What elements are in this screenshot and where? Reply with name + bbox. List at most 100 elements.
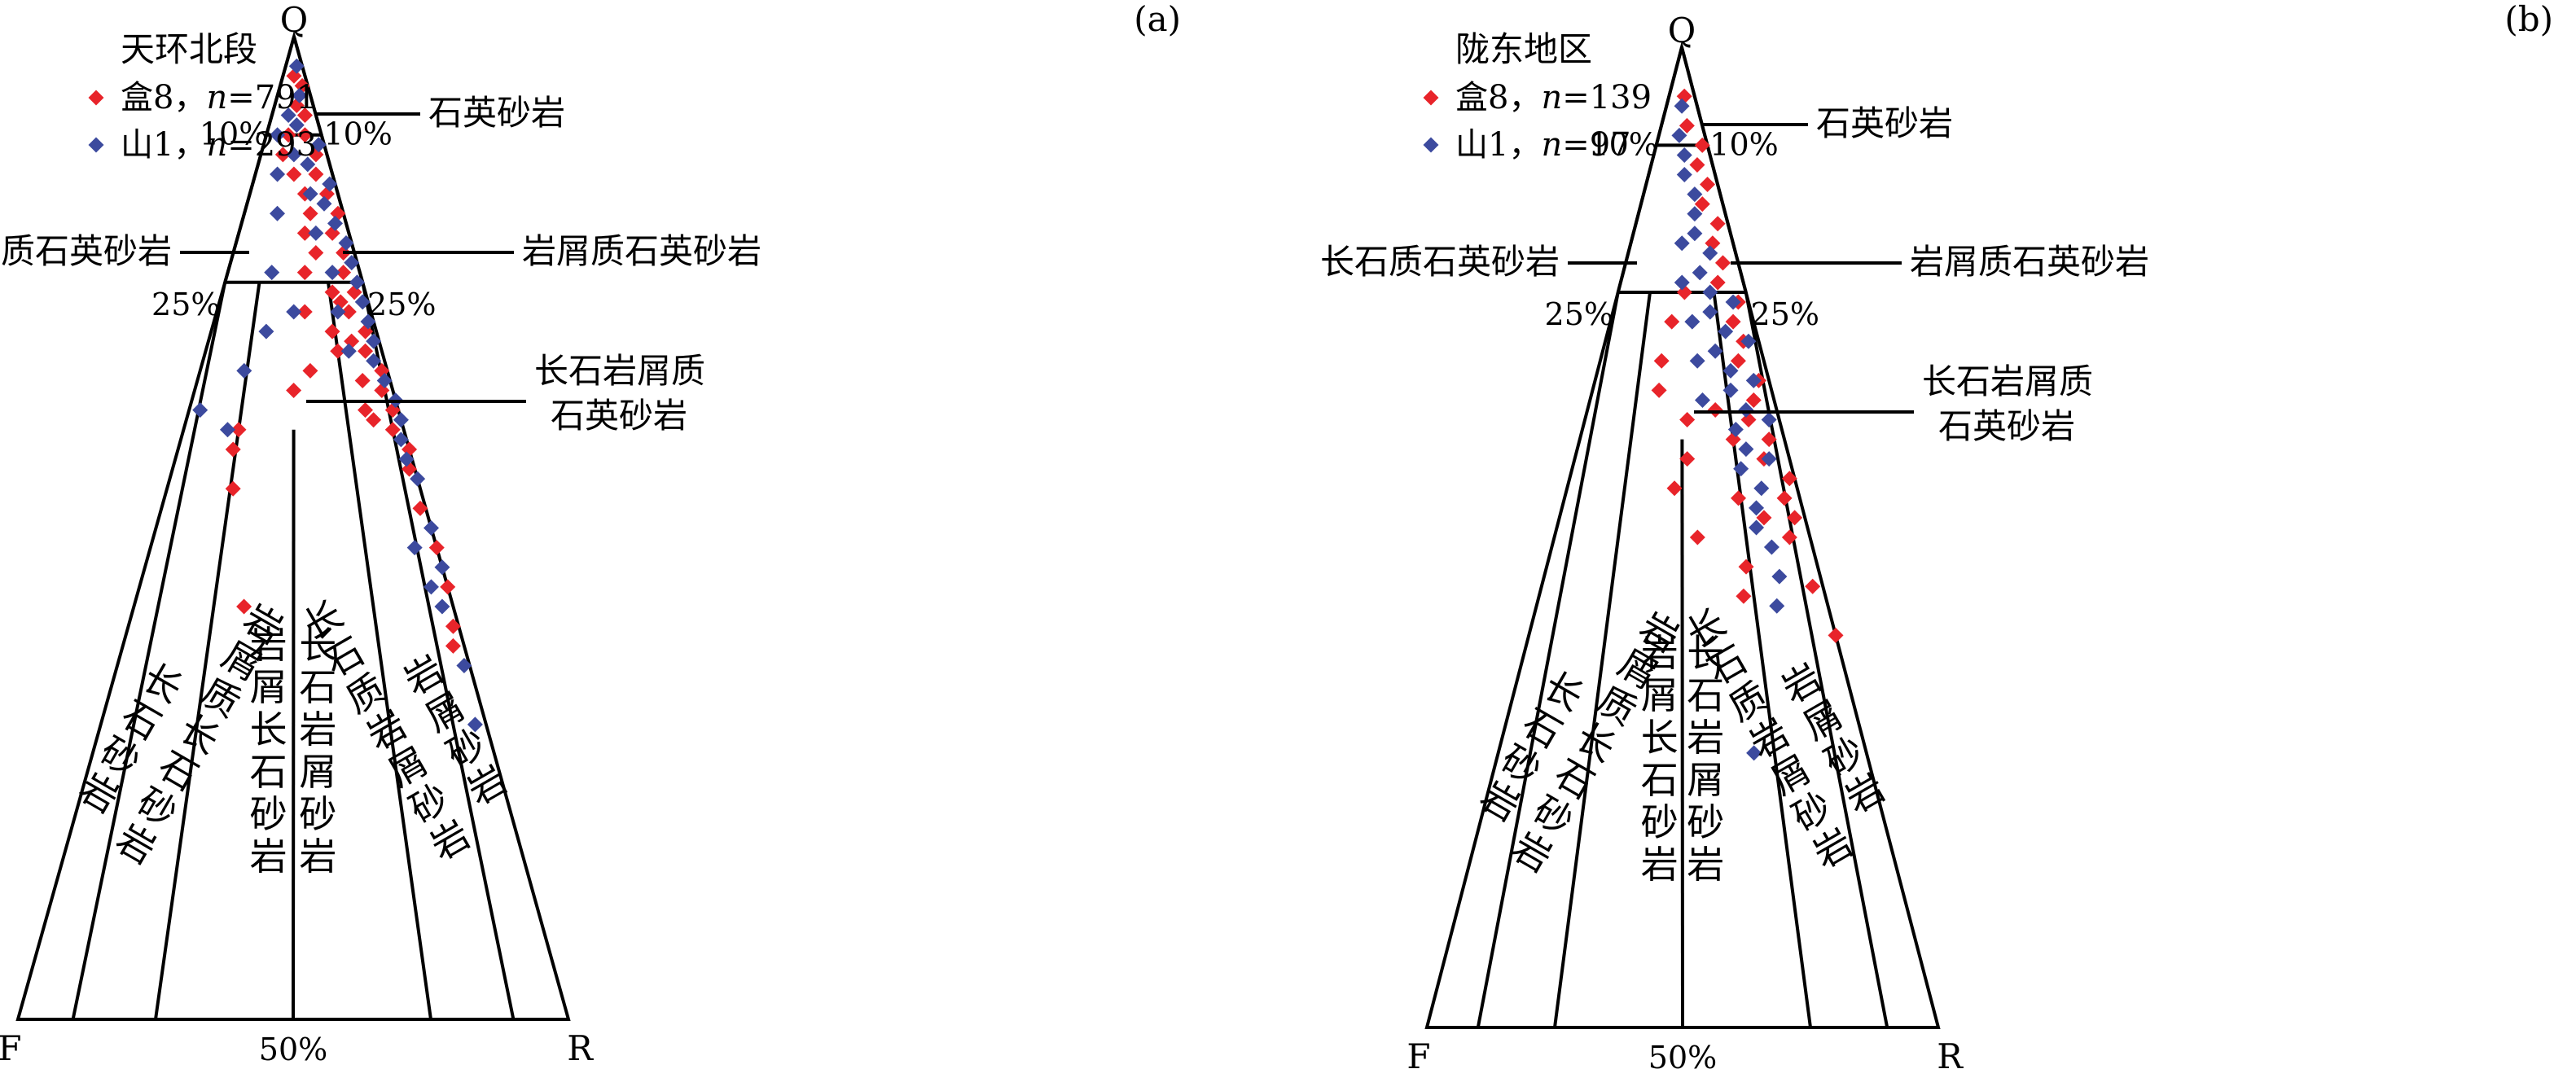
- data-point: [258, 323, 274, 340]
- field-label-feldspathic-lithic-quartz-sandstone-line1: 长石岩屑质: [1922, 361, 2093, 401]
- vertex-label-r: R: [1937, 1036, 1964, 1069]
- data-point: [1771, 568, 1788, 585]
- data-point: [1769, 598, 1785, 614]
- data-point: [1756, 510, 1772, 526]
- data-point: [1689, 529, 1705, 545]
- data-point: [1722, 362, 1739, 379]
- data-point: [393, 432, 409, 448]
- pct-label-q90-right: 10%: [1709, 126, 1778, 162]
- data-point: [1684, 313, 1701, 330]
- data-point: [308, 245, 324, 261]
- data-point: [1787, 510, 1803, 526]
- data-point: [296, 107, 313, 124]
- field-label-feldspathic-lithic-sandstone-char: 砂: [1687, 800, 1724, 844]
- legend-n-symbol: n: [1541, 79, 1562, 116]
- data-point: [1828, 627, 1844, 643]
- panel-label: (b): [2504, 0, 2553, 39]
- data-point: [308, 166, 324, 182]
- legend-marker-he8: [88, 90, 104, 106]
- data-point: [1676, 147, 1692, 163]
- data-point: [327, 215, 344, 231]
- f-boundary-4: [1744, 291, 1889, 1028]
- data-point: [1805, 578, 1821, 594]
- data-point: [330, 343, 346, 359]
- data-point: [1707, 401, 1723, 418]
- field-label-lithic-feldspar-sandstone-char: 屑: [1641, 673, 1679, 717]
- legend-marker-he8: [1423, 90, 1439, 106]
- field-label-lithic-feldspar-sandstone-char: 岩: [1641, 631, 1679, 675]
- data-point: [445, 637, 461, 654]
- data-point: [1702, 284, 1718, 300]
- data-point: [349, 274, 365, 291]
- field-label-lithic-feldspar-sandstone-char: 石: [1641, 758, 1679, 802]
- data-point: [423, 579, 439, 595]
- data-point: [1781, 529, 1797, 545]
- data-point: [1694, 392, 1710, 408]
- data-point: [296, 225, 313, 241]
- f-boundary-2: [154, 282, 261, 1020]
- data-point: [1687, 206, 1703, 222]
- data-point: [456, 657, 472, 673]
- data-point: [302, 205, 318, 221]
- data-point: [467, 716, 483, 733]
- data-point: [384, 422, 401, 438]
- pct-label-q75-right: 25%: [1751, 296, 1819, 332]
- vertex-label-q: Q: [1668, 11, 1696, 50]
- data-point: [1753, 480, 1770, 497]
- data-point: [1692, 265, 1708, 281]
- data-point: [434, 598, 450, 615]
- f-boundary-1: [1476, 291, 1620, 1028]
- data-point: [280, 107, 296, 124]
- data-point: [440, 579, 456, 595]
- data-point: [1761, 412, 1777, 428]
- data-point: [1674, 98, 1690, 114]
- legend-series-name: 山1，: [1455, 126, 1541, 164]
- legend-n-value: =293: [227, 126, 317, 164]
- data-point: [1725, 313, 1741, 330]
- pct-label-q90-left: 10%: [1589, 126, 1657, 162]
- legend-entry-shan1: 山1，n=293: [121, 126, 317, 164]
- data-point: [286, 304, 302, 320]
- data-point: [376, 372, 393, 388]
- q-apex-line-left: [223, 36, 296, 283]
- data-point: [1718, 323, 1734, 340]
- ternary-panel-a: QFR50%10%10%25%25%石英砂岩长石质石英砂岩岩屑质石英砂岩长石岩屑…: [0, 0, 1181, 1068]
- data-point: [308, 225, 324, 241]
- legend-entry-shan1: 山1，n=97: [1455, 126, 1631, 164]
- data-point: [354, 294, 371, 310]
- legend-series-name: 盒8，: [1455, 79, 1541, 116]
- data-point: [270, 205, 286, 221]
- data-point: [1674, 235, 1690, 252]
- field-label-feldspathic-lithic-quartz-sandstone-line2: 石英砂岩: [1938, 406, 2075, 446]
- data-point: [230, 422, 247, 438]
- field-label-feldspathic-lithic-sandstone-char: 岩: [1687, 716, 1724, 760]
- data-point: [1653, 353, 1670, 369]
- data-point: [330, 304, 346, 320]
- field-label-feldspathic-lithic-sandstone-char: 屑: [299, 750, 336, 794]
- field-label-feldspathic-lithic-sandstone-char: 石: [1687, 673, 1724, 717]
- f-boundary-3: [1712, 291, 1812, 1028]
- data-point: [264, 265, 280, 281]
- data-point: [360, 313, 376, 330]
- field-label-feldspathic-lithic-sandstone-char: 岩: [299, 708, 336, 751]
- data-point: [445, 618, 461, 634]
- legend-n-value: =139: [1562, 79, 1652, 116]
- data-point: [1776, 490, 1793, 506]
- field-label-lithic-feldspar-sandstone-char: 砂: [250, 792, 287, 836]
- data-point: [225, 480, 241, 497]
- data-point: [316, 195, 332, 212]
- data-point: [1727, 422, 1744, 438]
- field-label-feldspathic-lithic-quartz-sandstone-line1: 长石岩屑质: [534, 351, 705, 391]
- data-point: [1676, 167, 1692, 183]
- data-point: [1707, 343, 1723, 359]
- field-label-lithic-quartz-sandstone: 岩屑质石英砂岩: [1910, 242, 2149, 282]
- field-label-lithic-feldspar-sandstone-char: 岩: [250, 623, 287, 667]
- data-point: [358, 402, 373, 418]
- data-point: [296, 304, 313, 320]
- field-label-lithic-feldspar-sandstone-char: 长: [250, 708, 287, 751]
